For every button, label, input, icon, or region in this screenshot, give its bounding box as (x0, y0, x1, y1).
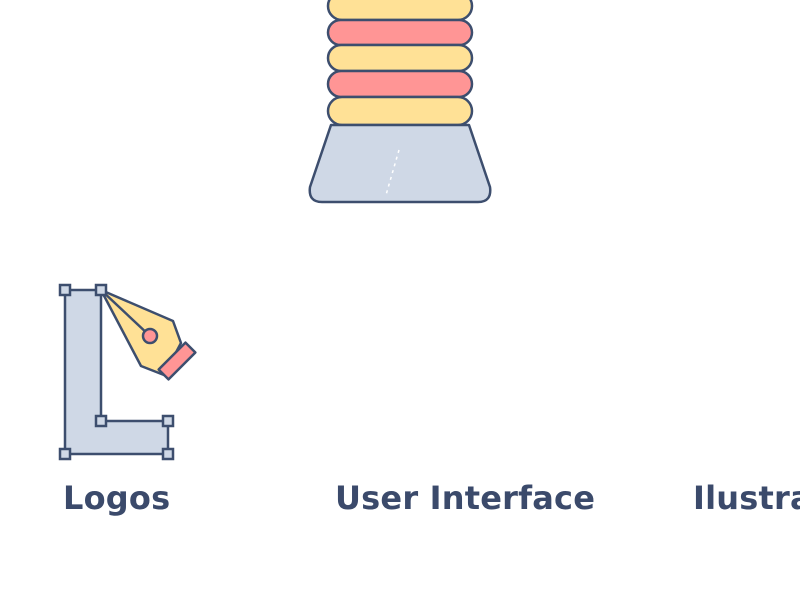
category-label-user-interface: User Interface (335, 479, 596, 517)
band-yellow-3 (326, 95, 474, 127)
anchor-point (58, 283, 72, 297)
base-trapezoid (308, 123, 492, 204)
pen-tool-icon (58, 283, 197, 461)
band-yellow-1 (326, 0, 474, 22)
anchor-point (58, 447, 72, 461)
category-label-illustration: Ilustra (693, 479, 800, 517)
base-highlight (385, 149, 400, 196)
nib-hole (141, 327, 159, 345)
anchor-point (161, 414, 175, 428)
nib-slit (100, 289, 151, 337)
anchor-point (161, 447, 175, 461)
anchor-point (94, 414, 108, 428)
pen-grip (157, 341, 197, 381)
category-label-logos: Logos (63, 479, 171, 517)
band-pink-2 (326, 69, 474, 99)
anchor-point (94, 283, 108, 297)
stacked-brush-icon (308, 0, 492, 204)
band-yellow-2 (326, 43, 474, 73)
band-pink-1 (326, 18, 474, 47)
